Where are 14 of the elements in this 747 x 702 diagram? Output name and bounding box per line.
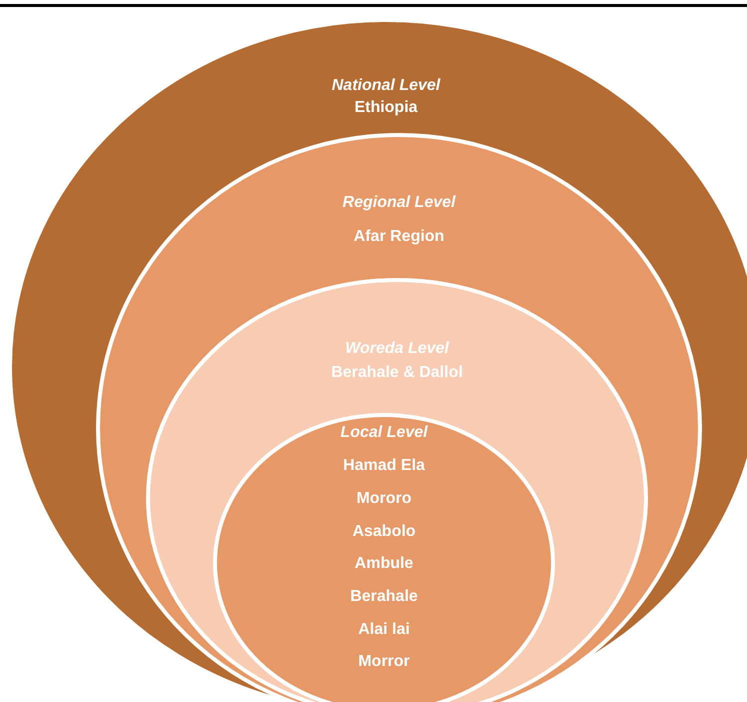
place-name: Afar Region: [354, 227, 444, 247]
place-name: Asabolo: [352, 522, 416, 542]
place-name: Berahale & Dallol: [331, 363, 463, 383]
place-name: Ambule: [354, 554, 414, 574]
level-heading: Local Level: [340, 423, 428, 443]
place-name: Ethiopia: [354, 98, 418, 118]
place-name: Berahale: [350, 587, 418, 607]
place-name: Hamad Ela: [343, 456, 425, 476]
level-heading: National Level: [332, 76, 440, 96]
level-heading: Woreda Level: [345, 339, 449, 359]
place-name: Alai lai: [358, 620, 410, 640]
place-name: Mororo: [356, 489, 412, 509]
level-heading: Regional Level: [342, 193, 456, 213]
place-name: Morror: [358, 652, 410, 672]
